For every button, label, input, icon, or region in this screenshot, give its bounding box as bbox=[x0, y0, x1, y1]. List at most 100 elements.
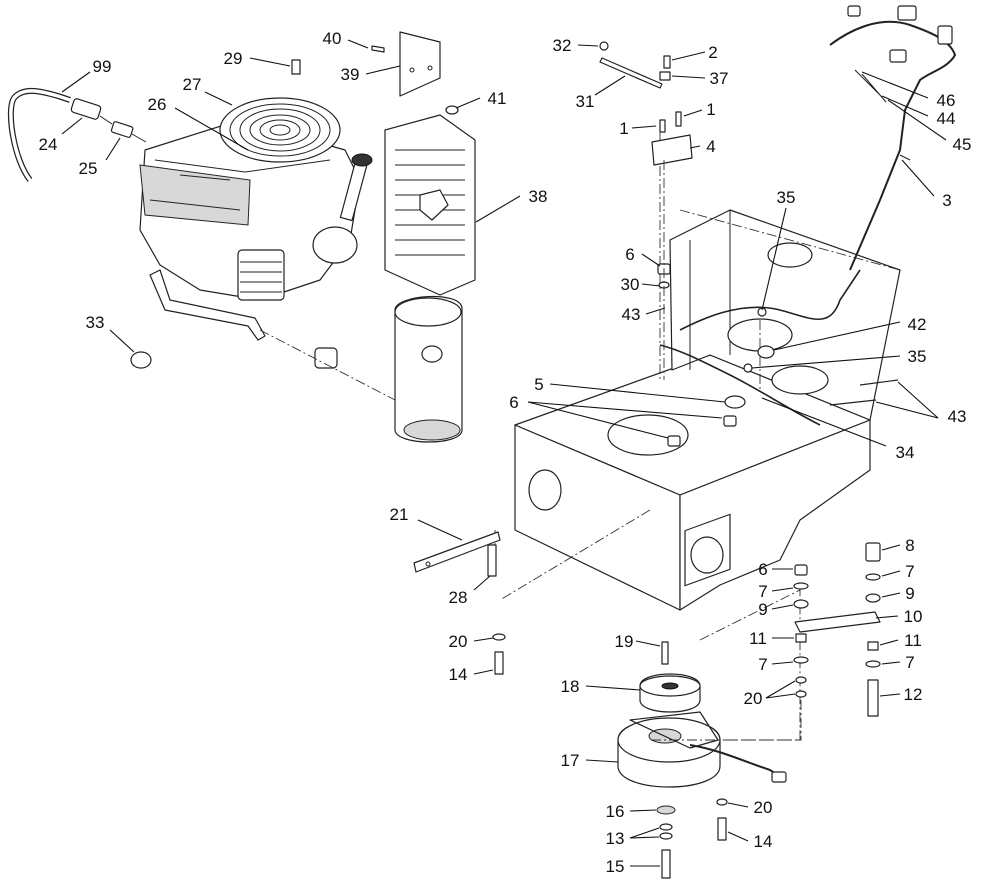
leader-20b1 bbox=[765, 680, 796, 699]
callout-7b: 7 bbox=[905, 562, 914, 581]
bracket-37 bbox=[659, 71, 671, 81]
callout-20b: 20 bbox=[744, 689, 763, 708]
exhaust-clamp bbox=[314, 347, 338, 369]
leader-1b bbox=[631, 125, 657, 129]
callout-6c: 6 bbox=[758, 560, 767, 579]
leader-25 bbox=[105, 137, 121, 161]
callout-25: 25 bbox=[79, 159, 98, 178]
bolt-12 bbox=[867, 679, 879, 717]
callout-20c: 20 bbox=[754, 798, 773, 817]
screw-40 bbox=[371, 45, 385, 53]
muffler-assembly bbox=[259, 31, 476, 443]
muffler-top bbox=[394, 297, 462, 327]
leader-45 bbox=[887, 99, 947, 141]
frame-port bbox=[690, 536, 724, 574]
tie-43 bbox=[829, 379, 899, 406]
washer-20b2 bbox=[795, 690, 807, 698]
switch-plate-4 bbox=[651, 134, 693, 166]
harness-assembly bbox=[829, 5, 957, 271]
fuel-line bbox=[99, 115, 147, 143]
fuel-fitting bbox=[110, 121, 134, 138]
callout-9a: 9 bbox=[758, 600, 767, 619]
washer-20a bbox=[492, 633, 506, 641]
callout-17: 17 bbox=[561, 751, 580, 770]
callout-44: 44 bbox=[937, 109, 956, 128]
leader-35a bbox=[761, 207, 787, 311]
clutch-wire bbox=[689, 744, 783, 779]
callout-6b: 6 bbox=[509, 393, 518, 412]
idler-arm-10 bbox=[794, 611, 881, 633]
nut-6d bbox=[794, 564, 808, 576]
callout-21: 21 bbox=[390, 505, 409, 524]
leader-7a bbox=[771, 587, 794, 592]
callout-35a: 35 bbox=[777, 188, 796, 207]
nut-35b bbox=[743, 363, 753, 373]
leader-37 bbox=[671, 75, 706, 79]
bolt-14a bbox=[494, 651, 504, 675]
flywheel-screen-ring5 bbox=[269, 124, 291, 136]
leader-4 bbox=[689, 145, 701, 149]
harness-branches bbox=[854, 69, 911, 161]
leader-20a bbox=[473, 637, 494, 642]
bolt-15 bbox=[661, 849, 671, 879]
bushing-11a bbox=[795, 633, 807, 643]
leader-46 bbox=[861, 71, 929, 99]
lower-left-parts bbox=[413, 531, 506, 675]
frame-cutout-right bbox=[771, 365, 829, 395]
leader-18 bbox=[585, 685, 641, 691]
callout-16: 16 bbox=[606, 802, 625, 821]
leader-35b bbox=[751, 355, 901, 369]
key-19 bbox=[661, 641, 669, 665]
callout-30: 30 bbox=[621, 275, 640, 294]
callout-45: 45 bbox=[953, 135, 972, 154]
callout-8: 8 bbox=[905, 536, 914, 555]
frame-cutout-left bbox=[607, 414, 689, 456]
leader-14a bbox=[473, 669, 494, 675]
connector-b bbox=[937, 25, 953, 45]
washer-16 bbox=[656, 805, 676, 815]
spacer-8 bbox=[865, 542, 881, 562]
flywheel-screen-ring3 bbox=[249, 114, 311, 146]
callout-26: 26 bbox=[148, 95, 167, 114]
callout-42: 42 bbox=[908, 315, 927, 334]
callout-7c: 7 bbox=[758, 655, 767, 674]
idler-centerline bbox=[650, 700, 802, 741]
leader-14b bbox=[727, 831, 749, 842]
oil-fill-cap bbox=[351, 153, 373, 167]
clutch-connector bbox=[771, 771, 787, 783]
callout-9b: 9 bbox=[905, 584, 914, 603]
leader-24 bbox=[61, 117, 83, 135]
leader-10 bbox=[875, 615, 899, 619]
leader-39 bbox=[365, 65, 401, 75]
callout-2: 2 bbox=[708, 43, 717, 62]
leader-21 bbox=[417, 519, 463, 541]
leader-9a bbox=[771, 604, 794, 610]
exhaust-centerline bbox=[259, 329, 396, 401]
leader-44 bbox=[881, 95, 929, 117]
flywheel-screen-ring2 bbox=[239, 108, 321, 152]
leader-9b bbox=[881, 592, 901, 598]
leader-12 bbox=[879, 693, 901, 697]
callout-15: 15 bbox=[606, 857, 625, 876]
callout-39: 39 bbox=[341, 65, 360, 84]
muffler-body bbox=[394, 296, 463, 443]
leader-6b2 bbox=[527, 401, 723, 419]
leader-20c bbox=[727, 802, 749, 808]
leader-29 bbox=[249, 57, 291, 67]
muffler-port bbox=[421, 345, 443, 363]
washer-9b bbox=[793, 599, 809, 609]
leader-33 bbox=[109, 329, 135, 353]
callout-38: 38 bbox=[529, 187, 548, 206]
leader-1a bbox=[683, 109, 703, 117]
leader-31 bbox=[594, 75, 626, 96]
callout-11a: 11 bbox=[749, 629, 767, 648]
callout-10: 10 bbox=[904, 607, 923, 626]
engine-fins bbox=[240, 261, 282, 293]
leader-16 bbox=[629, 809, 657, 812]
callout-31: 31 bbox=[576, 92, 595, 111]
leader-43a bbox=[645, 307, 666, 315]
callout-27: 27 bbox=[183, 75, 202, 94]
leader-32 bbox=[577, 44, 599, 47]
leader-lines bbox=[61, 39, 947, 867]
leader-7d bbox=[881, 661, 901, 665]
